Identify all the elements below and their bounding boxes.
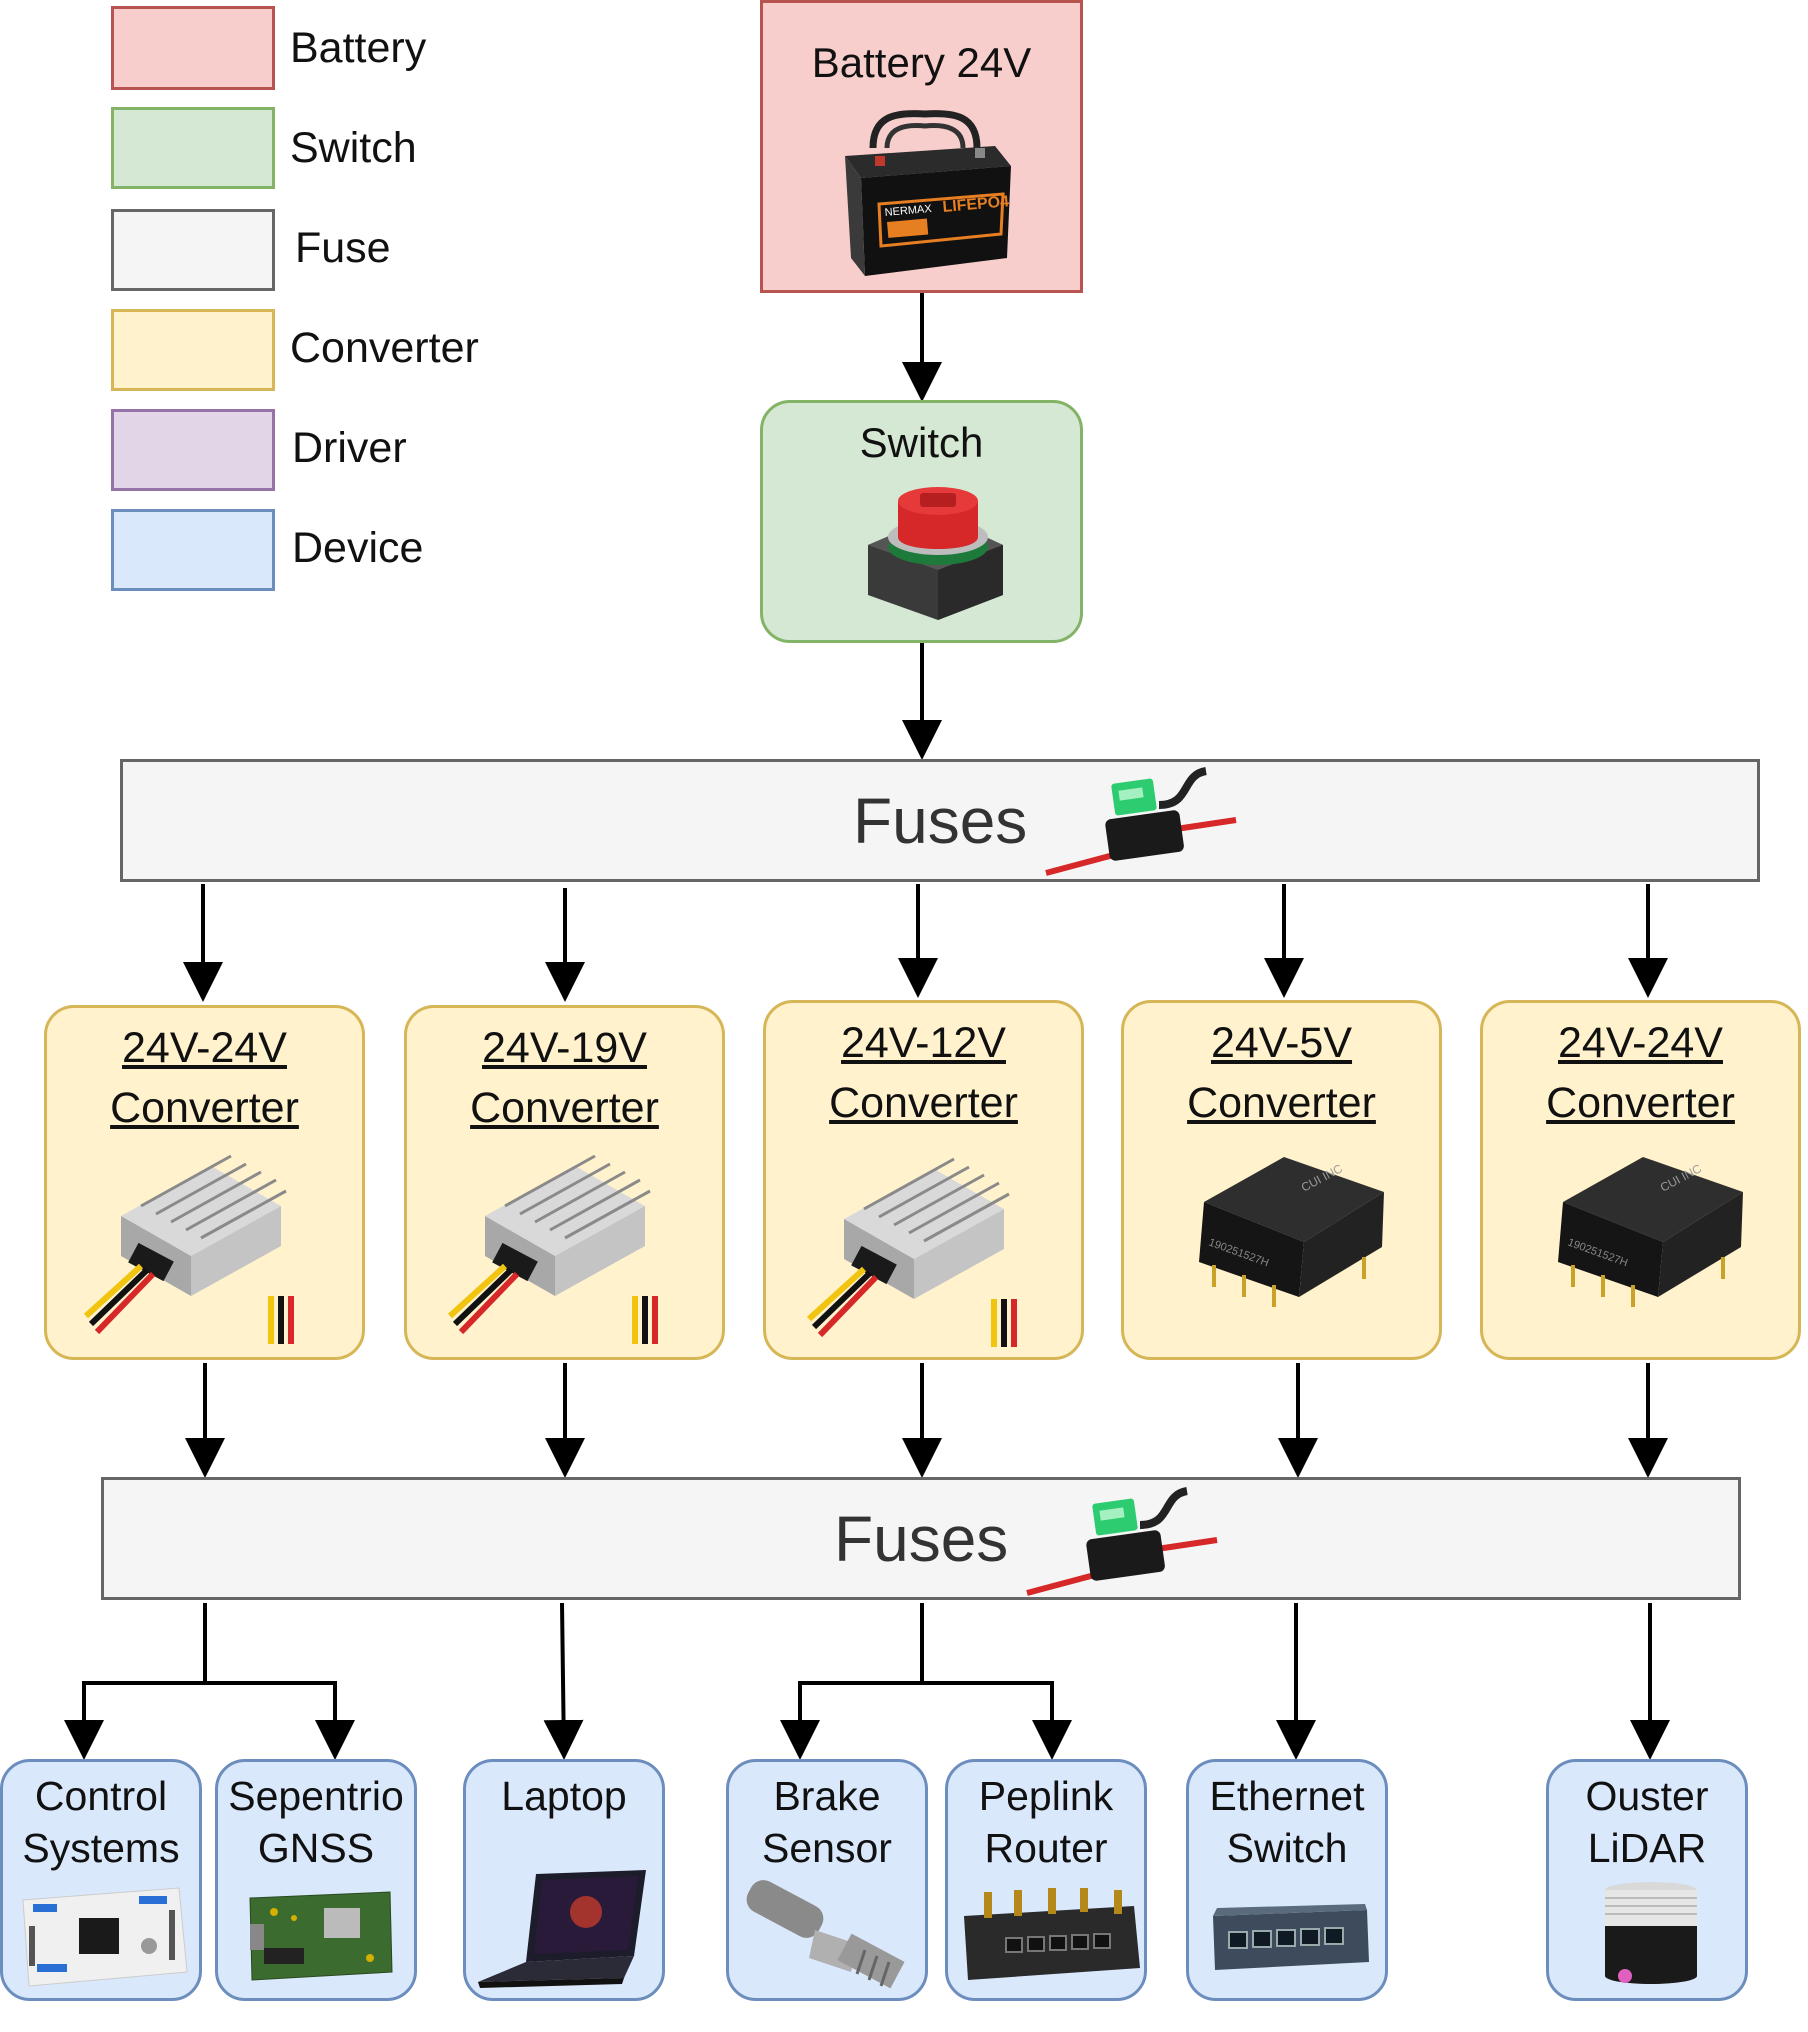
- converter-1-title: 24V-24V Converter: [47, 1018, 362, 1138]
- fuses-bottom: Fuses: [101, 1477, 1741, 1600]
- arrow-fuses-to-router: [922, 1681, 1072, 1760]
- converter-2-voltage: 24V-19V: [482, 1024, 647, 1072]
- device-ethernet-switch: Ethernet Switch: [1186, 1759, 1388, 2001]
- battery-brand-text: NERMAX: [884, 203, 933, 219]
- converter-3-title: 24V-12V Converter: [766, 1013, 1081, 1133]
- converter-2-title: 24V-19V Converter: [407, 1018, 722, 1138]
- converter-2: 24V-19V Converter: [404, 1005, 725, 1360]
- legend-swatch-driver: [111, 409, 275, 491]
- inline-fuse-holder-icon: [1026, 1487, 1218, 1596]
- fuses-top-title: Fuses: [853, 785, 1028, 857]
- lidar-icon: [1605, 1882, 1697, 1984]
- converter-3: 24V-12V Converter: [763, 1000, 1084, 1360]
- converter-5: 24V-24V Converter CUI INC 190251527H: [1480, 1000, 1801, 1360]
- laptop-icon: [478, 1870, 646, 1988]
- converter-5-type: Converter: [1546, 1079, 1735, 1127]
- pressure-sensor-icon: [746, 1880, 905, 1989]
- device-lidar: Ouster LiDAR: [1546, 1759, 1748, 2001]
- device-brake-sensor: Brake Sensor: [726, 1759, 928, 2001]
- legend-label-battery: Battery: [290, 24, 427, 72]
- converter-3-type: Converter: [829, 1079, 1018, 1127]
- legend-swatch-fuse: [111, 209, 275, 291]
- nucleo-board-icon: [22, 1887, 188, 1987]
- device-gnss: Sepentrio GNSS: [215, 1759, 417, 2001]
- converter-4-voltage: 24V-5V: [1210, 1019, 1353, 1067]
- arrow-fuses-to-control-systems: [64, 1603, 207, 1760]
- device-control-systems: Control Systems: [0, 1759, 202, 2001]
- legend-swatch-switch: [111, 107, 275, 189]
- legend-swatch-device: [111, 509, 275, 591]
- battery-disconnect-switch-icon: [868, 487, 1003, 620]
- legend-label-fuse: Fuse: [295, 224, 391, 272]
- heatsink-converter-icon: [83, 1154, 294, 1344]
- router-icon: [964, 1888, 1140, 1980]
- legend-label-converter: Converter: [290, 324, 479, 372]
- ethernet-switch-icon: [1213, 1904, 1369, 1970]
- converter-1-type: Converter: [110, 1084, 299, 1132]
- legend-swatch-battery: [111, 6, 275, 90]
- converter-3-voltage: 24V-12V: [841, 1019, 1006, 1067]
- dc-dc-module-icon: CUI INC 190251527H: [1199, 1157, 1384, 1307]
- arrow-fuses-to-brake-sensor: [780, 1603, 924, 1760]
- converter-2-type: Converter: [470, 1084, 659, 1132]
- battery-node: Battery 24V NERMAX LIFEPO4: [760, 0, 1083, 293]
- converter-5-voltage: 24V-24V: [1558, 1019, 1723, 1067]
- switch-title: Switch: [859, 419, 984, 466]
- battery-title: Battery 24V: [811, 39, 1032, 86]
- fuses-bottom-title: Fuses: [834, 1503, 1009, 1575]
- device-laptop: Laptop: [463, 1759, 665, 2001]
- arrow-fuses-to-laptop: [543, 1602, 584, 1760]
- device-lidar-label: Ouster LiDAR: [1585, 1773, 1709, 1871]
- dc-dc-module-icon: CUI INC 190251527H: [1558, 1157, 1743, 1307]
- heatsink-converter-icon: [447, 1154, 658, 1344]
- device-router: Peplink Router: [945, 1759, 1147, 2001]
- inline-fuse-holder-icon: [1045, 767, 1237, 876]
- lifepo4-battery-icon: NERMAX LIFEPO4: [845, 110, 1011, 276]
- device-router-label: Peplink Router: [978, 1773, 1114, 1871]
- device-brake-sensor-label: Brake Sensor: [762, 1773, 892, 1871]
- converter-4-title: 24V-5V Converter: [1124, 1013, 1439, 1133]
- converter-1: 24V-24V Converter: [44, 1005, 365, 1360]
- device-gnss-label: Sepentrio GNSS: [228, 1773, 404, 1871]
- battery-chemistry-text: LIFEPO4: [942, 193, 1010, 216]
- device-laptop-label: Laptop: [501, 1773, 627, 1819]
- gnss-board-icon: [249, 1891, 393, 1981]
- converter-4: 24V-5V Converter CUI INC 190251527H: [1121, 1000, 1442, 1360]
- legend-label-switch: Switch: [290, 124, 417, 172]
- legend-label-driver: Driver: [292, 424, 407, 472]
- device-ethernet-switch-label: Ethernet Switch: [1209, 1773, 1365, 1871]
- fuses-top: Fuses: [120, 759, 1760, 882]
- heatsink-converter-icon: [806, 1157, 1017, 1347]
- legend-swatch-converter: [111, 309, 275, 391]
- legend-label-device: Device: [292, 524, 424, 572]
- converter-4-type: Converter: [1187, 1079, 1376, 1127]
- converter-5-title: 24V-24V Converter: [1483, 1013, 1798, 1133]
- device-control-systems-label: Control Systems: [22, 1773, 180, 1871]
- arrow-fuses-to-gnss: [205, 1681, 355, 1760]
- converter-1-voltage: 24V-24V: [122, 1024, 287, 1072]
- switch-node: Switch: [760, 400, 1083, 643]
